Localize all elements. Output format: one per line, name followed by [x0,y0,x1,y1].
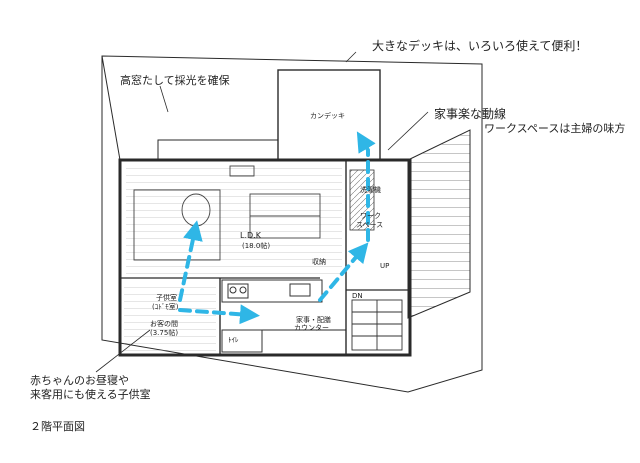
room-labels: カンデッキ L.D.K (18.0帖) 子供室 (ｺﾄﾞﾓ室) お客の間 (3.… [150,111,389,344]
counter-label: 家事・配膳 [296,315,331,324]
ceiling-note: 高窓たして採光を確保 [120,73,230,87]
toilet-label: ﾄｲﾚ [228,336,239,344]
guest-room-area-label: (3.75帖) [150,328,178,337]
floor-label: ２階平面図 [30,419,85,433]
house-walls [118,158,412,357]
dn-label: DN [352,292,363,300]
kitchen [221,279,323,353]
deck-note: 大きなデッキは、いろいろ使えて便利！ [372,38,587,53]
annotations: 大きなデッキは、いろいろ使えて便利！ 高窓たして採光を確保 家事楽な動線 ワーク… [30,38,625,433]
side-deck [407,129,471,319]
up-label: UP [380,262,389,270]
deck-label: カンデッキ [310,111,345,120]
leader-lines [95,51,429,373]
ldk-label: L.D.K [240,231,262,240]
ldk-floor [126,166,342,274]
housework-note: 家事楽な動線 [434,106,506,121]
kids-room-label: 子供室 [156,293,177,302]
kids-note-line2: 来客用にも使える子供室 [30,387,151,401]
site-outline [101,55,483,393]
stair [351,299,403,351]
counter-sub-label: カウンター [294,323,329,332]
ldk-area-label: (18.0帖) [242,241,270,250]
kids-note-line1: 赤ちゃんのお昼寝や [30,373,129,387]
workspace-note: ワークスペースは主婦の味方 [484,121,625,135]
housework-flow [178,131,376,325]
kids-room-floor [124,282,216,352]
washroom-label: 洗濯機 [360,185,381,194]
guest-room-label: お客の間 [150,319,178,328]
kids-room-sub-label: (ｺﾄﾞﾓ室) [152,302,179,311]
work-space-label: ワーク [360,212,381,220]
storage-label: 収納 [312,257,326,266]
work-space-sub-label: スペース [356,221,383,229]
